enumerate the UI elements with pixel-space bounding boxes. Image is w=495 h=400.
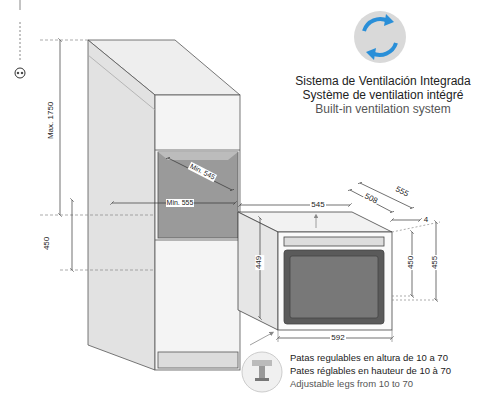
note-text: Pates réglables en hauteur de 10 à 70 bbox=[290, 366, 451, 376]
note-text: Patas regulables en altura de 10 a 70 bbox=[290, 353, 448, 363]
dimension-label: 455 bbox=[432, 254, 441, 269]
socket-icon bbox=[15, 0, 25, 78]
wine-cooler bbox=[238, 212, 392, 345]
note-text: Sistema de Ventilación Integrada bbox=[295, 75, 470, 88]
dimension-label: 555 bbox=[393, 185, 411, 200]
ventilation-icon bbox=[354, 11, 406, 63]
dimension-label: 4 bbox=[423, 216, 429, 225]
cabinet bbox=[88, 40, 240, 370]
dimension-label: Min. 555 bbox=[166, 199, 195, 207]
note-text: Système de ventilation intégré bbox=[303, 89, 464, 102]
dimension-label: 450 bbox=[44, 235, 53, 250]
dimension-label: 450 bbox=[408, 254, 417, 269]
note-text: Built-in ventilation system bbox=[315, 103, 450, 116]
leg-icon bbox=[242, 352, 282, 392]
dimension-label: 592 bbox=[330, 334, 345, 343]
dimension-label: 545 bbox=[310, 201, 325, 210]
note-text: Adjustable legs from 10 to 70 bbox=[290, 379, 413, 389]
dimension-label: 449 bbox=[256, 254, 265, 269]
dimension-label: Max. 1750 bbox=[48, 100, 57, 139]
